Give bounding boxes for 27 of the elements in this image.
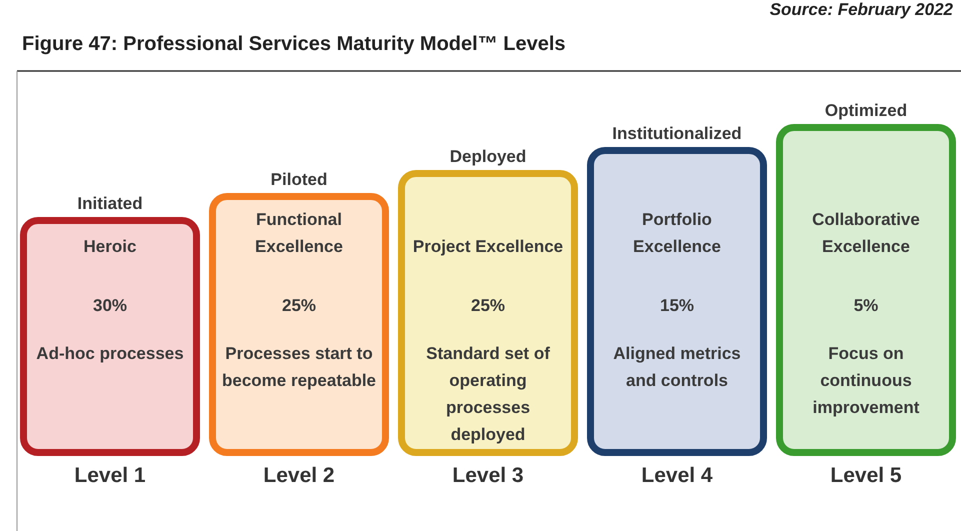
level-description: Focus on continuous improvement xyxy=(812,343,920,419)
level-label: Level 3 xyxy=(451,464,525,488)
source-note: Source: February 2022 xyxy=(770,0,953,20)
share-percent: 25% xyxy=(470,295,506,317)
level-name: Heroic xyxy=(82,236,138,258)
level-heading: Piloted xyxy=(270,170,328,190)
share-percent: 15% xyxy=(658,295,696,317)
figure-title: Figure 47: Professional Services Maturity Model™ Levels xyxy=(22,33,566,56)
share-percent: 30% xyxy=(92,295,128,317)
level-heading: Deployed xyxy=(448,147,528,167)
level-label: Level 1 xyxy=(73,464,147,488)
level-label: Level 2 xyxy=(262,464,336,488)
level-name: Collaborative Excellence xyxy=(811,209,921,258)
level-heading: Optimized xyxy=(824,101,908,121)
level-label: Level 5 xyxy=(829,464,903,488)
level-name: Functional Excellence xyxy=(254,209,344,258)
level-label: Level 4 xyxy=(640,464,714,488)
share-percent: 5% xyxy=(852,295,880,317)
share-percent: 25% xyxy=(280,295,318,317)
level-description: Processes start to become repeatable xyxy=(221,343,378,392)
level-description: Aligned metrics and controls xyxy=(612,343,742,392)
level-description: Standard set of operating processes deployed xyxy=(425,343,551,446)
level-name: Portfolio Excellence xyxy=(632,209,722,258)
level-name: Project Excellence xyxy=(412,236,564,258)
level-heading: Initiated xyxy=(76,194,144,214)
level-heading: Institutionalized xyxy=(611,124,743,144)
level-description: Ad-hoc processes xyxy=(35,343,185,365)
